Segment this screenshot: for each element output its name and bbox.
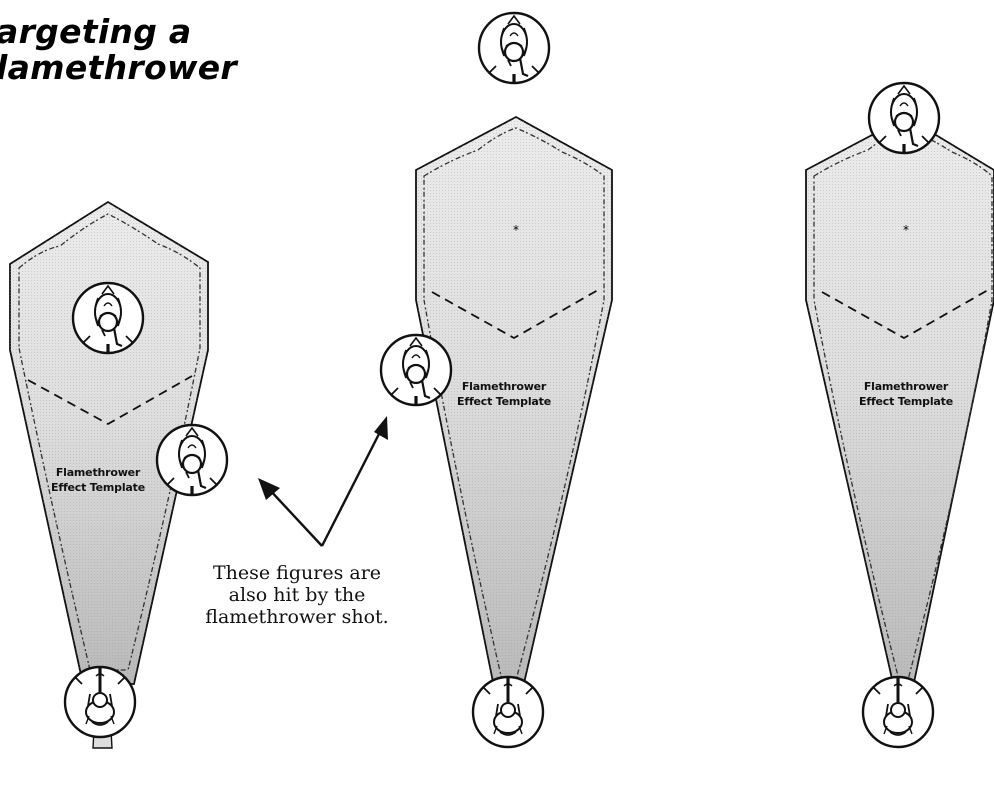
arrow-to-figure-2 [320, 427, 384, 547]
target-figure-2 [477, 11, 551, 85]
flamethrower-template-1: Flamethrower Effect Template [9, 200, 209, 749]
page-title: argeting a lamethrower [0, 14, 237, 86]
template-label-line-2: Effect Template [859, 395, 953, 408]
arrow-to-figure-1 [267, 487, 323, 547]
flamethrower-template-3: * Flamethrower Effect Template [805, 115, 994, 693]
arrow-icon [267, 427, 384, 547]
template-center-mark: * [903, 223, 909, 237]
flamethrower-shooter-2 [471, 675, 545, 749]
template-inner-boundary [27, 375, 193, 426]
also-hit-figure-2 [379, 333, 453, 407]
caption: These figures are also hit by the flamet… [202, 562, 392, 628]
template-label-line-2: Effect Template [457, 395, 551, 408]
template-inner-boundary [431, 289, 599, 340]
target-figure-1 [71, 281, 145, 355]
template-inner-boundary [821, 289, 989, 340]
template-center-mark: * [513, 223, 519, 237]
template-label-line-1: Flamethrower [56, 466, 141, 479]
target-figure-3 [867, 81, 941, 155]
flamethrower-template-2: * Flamethrower Effect Template [415, 115, 613, 693]
template-label-line-1: Flamethrower [462, 380, 547, 393]
page-title-line-1: argeting a [0, 12, 192, 51]
page-title-line-2: lamethrower [0, 48, 238, 87]
caption-line-1: These figures are [212, 562, 382, 584]
template-label-line-2: Effect Template [51, 481, 145, 494]
caption-line-2: also hit by the [228, 584, 366, 606]
flamethrower-shooter-1 [63, 665, 137, 739]
also-hit-figure-1 [155, 423, 229, 497]
template-label-line-1: Flamethrower [864, 380, 949, 393]
caption-line-3: flamethrower shot. [205, 606, 389, 628]
flamethrower-shooter-3 [861, 675, 935, 749]
arrowhead-1 [258, 478, 280, 500]
arrowhead-2 [374, 416, 388, 440]
